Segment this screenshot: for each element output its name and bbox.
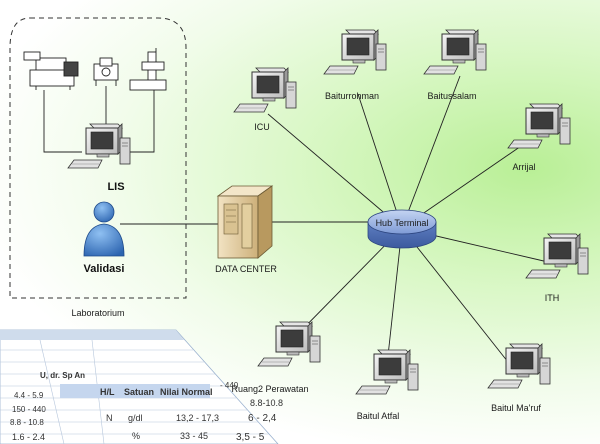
lab-analyzer-2: [93, 57, 119, 86]
label-icu: ICU: [254, 122, 270, 132]
lab-sheet-header-satuan: Satuan: [124, 387, 154, 397]
lab-sheet-cell: 33 - 45: [180, 431, 208, 441]
link-baiturrohman: [357, 93, 403, 229]
label-baitussalam: Baitussalam: [427, 91, 476, 101]
validator-person-icon: [83, 201, 125, 257]
lab-sheet-patient: U, dr. Sp An: [40, 371, 85, 380]
lab-analyzer-3: [129, 48, 167, 91]
lis-computer-icon: [67, 123, 131, 169]
label-baitul-atfal: Baitul Atfal: [357, 411, 400, 421]
label-baiturrohman: Baiturrohman: [325, 91, 379, 101]
link-baitussalam: [401, 75, 461, 229]
lab-sheet-cell: %: [132, 431, 140, 441]
hub-terminal-icon: [367, 209, 437, 249]
computer-icon-baitussalam: [423, 29, 487, 75]
lab-sheet-header-nilai: Nilai Normal: [160, 387, 213, 397]
link-icu: [267, 113, 403, 229]
label-ith: ITH: [545, 293, 560, 303]
lab-sheet-cell: N: [106, 413, 113, 423]
data-center-server-icon: [216, 185, 274, 259]
lab-sheet-cell: 6 - 2,4: [248, 413, 277, 424]
lab-result-sheet: U, dr. Sp An H/L Satuan Nilai Normal 8.8…: [0, 329, 283, 444]
lab-sheet-left-value: 4.4 - 5.9: [14, 391, 44, 400]
lis-label: LIS: [107, 181, 124, 193]
hub-terminal-label: Hub Terminal: [376, 218, 429, 228]
lab-sheet-header-hl: H/L: [100, 387, 115, 397]
computer-icon-baiturrohman: [323, 29, 387, 75]
network-links: [120, 75, 549, 375]
lab-sheet-cell: 8.8-10.8: [250, 398, 283, 408]
data-center-label: DATA CENTER: [215, 264, 277, 274]
link-baitul-maruf: [401, 227, 509, 363]
computer-icon-ith: [525, 233, 589, 279]
lab-sheet-left-value: 8.8 - 10.8: [10, 418, 44, 427]
computer-icon-ruang2: [257, 321, 321, 367]
computer-icon-baitul-maruf: [487, 343, 551, 389]
laboratorium-label: Laboratorium: [71, 308, 124, 318]
computer-icon-baitul-atfal: [355, 349, 419, 395]
computer-icon-arrijal: [507, 103, 571, 149]
lab-sheet-cell: g/dl: [128, 413, 143, 423]
lab-sheet-left-value: 1.6 - 2.4: [12, 432, 45, 442]
lab-sheet-left-value: - 440: [220, 381, 239, 390]
label-arrijal: Arrijal: [512, 162, 535, 172]
lab-analyzer-1: [23, 51, 79, 90]
laboratorium-box: [9, 17, 187, 299]
computer-icon-icu: [233, 67, 297, 113]
label-baitul-maruf: Baitul Ma'ruf: [491, 403, 541, 413]
validasi-label: Validasi: [84, 263, 125, 275]
lab-sheet-left-value: 150 - 440: [12, 405, 46, 414]
label-ruang2: Ruang2 Perawatan: [231, 384, 308, 394]
link-ruang2: [291, 227, 403, 341]
lab-sheet-cell: 13,2 - 17,3: [176, 413, 219, 423]
lab-sheet-cell: 3,5 - 5: [236, 432, 265, 443]
